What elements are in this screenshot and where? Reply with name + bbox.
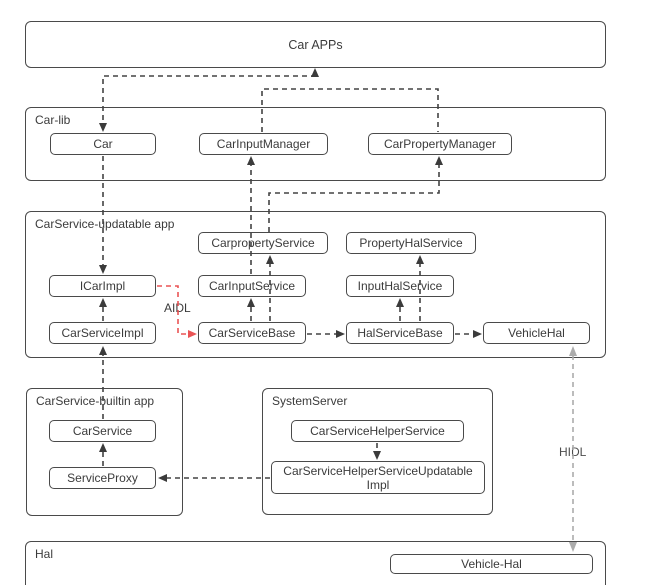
node-car-service-base: CarServiceBase bbox=[198, 322, 306, 344]
node-hal-service-base: HalServiceBase bbox=[346, 322, 454, 344]
node-vehicle-hal-hidl: Vehicle-Hal bbox=[390, 554, 593, 574]
container-system-server-label: SystemServer bbox=[272, 394, 348, 408]
container-hal: Hal bbox=[25, 541, 606, 585]
node-icar-impl: ICarImpl bbox=[49, 275, 156, 297]
label-hidl: HIDL bbox=[559, 445, 587, 459]
node-vehicle-hal: VehicleHal bbox=[483, 322, 590, 344]
container-updatable-app-label: CarService-updatable app bbox=[35, 217, 175, 231]
node-car-service-helper-service: CarServiceHelperService bbox=[291, 420, 464, 442]
container-car-apps: Car APPs bbox=[25, 21, 606, 68]
node-car-input-service: CarInputService bbox=[198, 275, 306, 297]
container-car-lib-label: Car-lib bbox=[35, 113, 71, 127]
container-system-server: SystemServer bbox=[262, 388, 493, 515]
node-car-service: CarService bbox=[49, 420, 156, 442]
label-aidl: AIDL bbox=[164, 301, 191, 315]
node-carproperty-service: CarpropertyService bbox=[198, 232, 328, 254]
node-car-property-manager: CarPropertyManager bbox=[368, 133, 512, 155]
container-hal-label: Hal bbox=[35, 547, 54, 561]
node-car-input-manager: CarInputManager bbox=[199, 133, 328, 155]
node-car-service-helper-service-updatable-impl: CarServiceHelperServiceUpdatable Impl bbox=[271, 461, 485, 494]
node-property-hal-service: PropertyHalService bbox=[346, 232, 476, 254]
node-input-hal-service: InputHalService bbox=[346, 275, 454, 297]
node-service-proxy: ServiceProxy bbox=[49, 467, 156, 489]
container-builtin-app-label: CarService-builtin app bbox=[36, 394, 155, 408]
container-builtin-app: CarService-builtin app bbox=[26, 388, 183, 516]
container-car-apps-label: Car APPs bbox=[288, 37, 343, 52]
node-car-service-impl: CarServiceImpl bbox=[49, 322, 156, 344]
node-car: Car bbox=[50, 133, 156, 155]
